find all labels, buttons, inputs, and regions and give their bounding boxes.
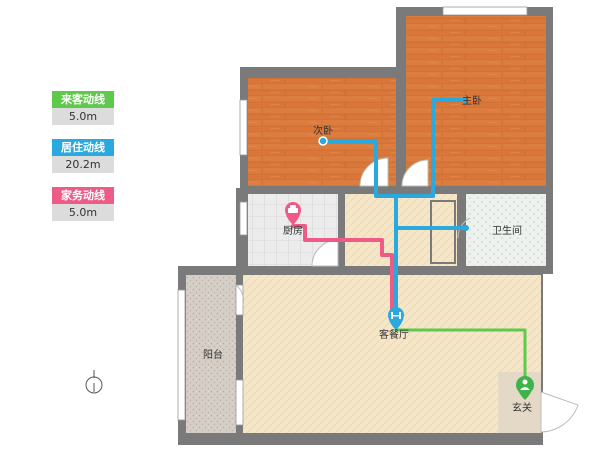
master-bedroom-dot [462, 97, 468, 103]
doors [235, 157, 579, 433]
legend-living-route-label: 居住动线 [52, 139, 114, 156]
balcony-floor [186, 275, 236, 433]
living-route [321, 98, 467, 198]
room-label-second-bedroom: 次卧 [313, 126, 333, 137]
second-bedroom-dot [318, 136, 328, 146]
entrance-pin-icon [516, 376, 534, 400]
room-label-entrance: 玄关 [512, 403, 532, 414]
room-label-living-dining: 客餐厅 [379, 330, 409, 341]
compass-icon [85, 370, 103, 394]
legend-guest-route-label: 来客动线 [52, 91, 114, 108]
legend-living-route-value: 20.2m [52, 156, 114, 173]
room-label-bathroom: 卫生间 [492, 226, 522, 237]
legend-chore-route-label: 家务动线 [52, 187, 114, 204]
bathroom-floor [466, 194, 546, 266]
room-label-balcony: 阳台 [203, 350, 223, 361]
legend-guest-route-value: 5.0m [52, 108, 114, 125]
guest-route [394, 328, 527, 386]
room-label-kitchen: 厨房 [283, 226, 303, 237]
room-label-master-bedroom: 主卧 [462, 96, 482, 107]
living-dining-pin-icon [388, 307, 404, 330]
bathroom-dot [463, 225, 469, 231]
chore-route [291, 224, 394, 314]
route-lines [291, 98, 527, 386]
legend-chore-route-value: 5.0m [52, 204, 114, 221]
kitchen-pin-icon [285, 202, 301, 225]
master-bedroom-floor [406, 16, 546, 186]
